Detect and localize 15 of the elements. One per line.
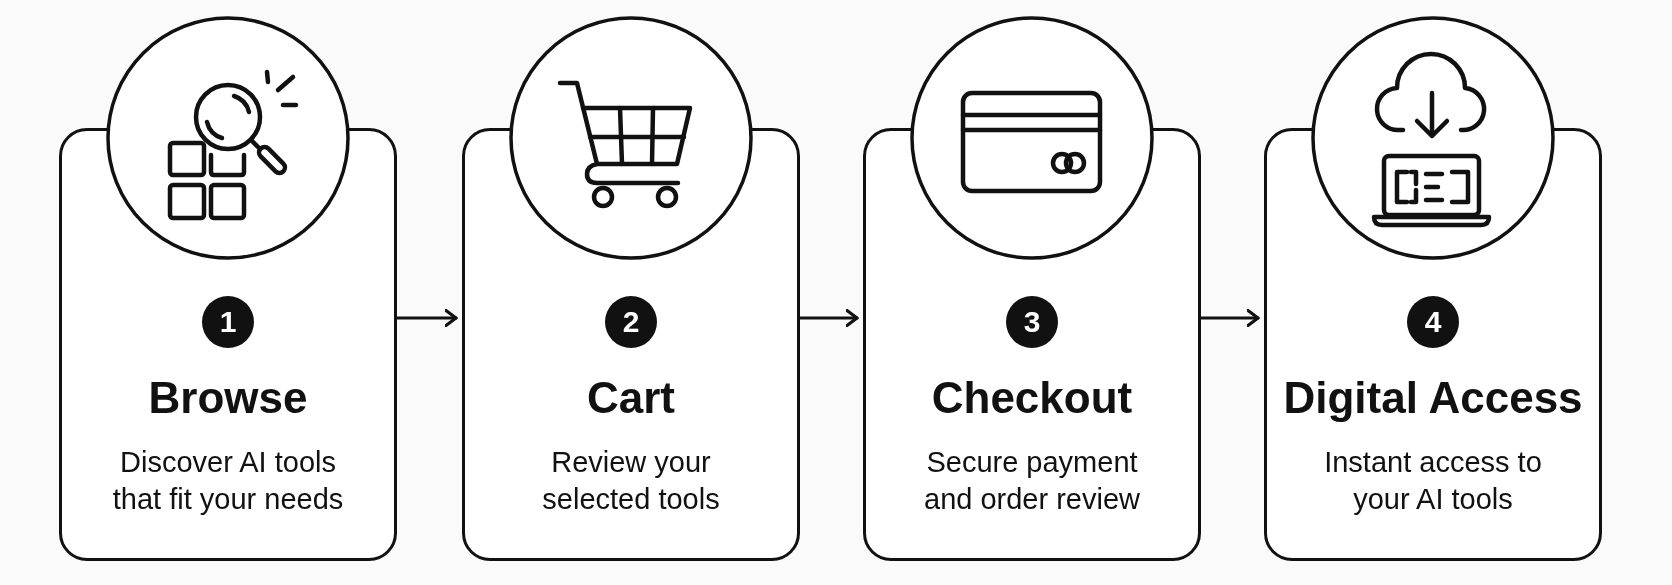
- step-title: Checkout: [931, 373, 1133, 423]
- step-title: Digital Access: [1283, 373, 1583, 423]
- step-number-badge: 2: [605, 296, 657, 348]
- step-description: Secure payment and order review: [923, 445, 1141, 517]
- arrow: [798, 308, 859, 328]
- step-number-badge: 1: [202, 296, 254, 348]
- step-number-badge: 3: [1006, 296, 1058, 348]
- step-number-badge: 4: [1407, 296, 1459, 348]
- step-description: Discover AI tools that fit your needs: [111, 445, 345, 517]
- step-title: Cart: [587, 373, 675, 423]
- arrow: [1199, 308, 1260, 328]
- step-title: Browse: [148, 373, 308, 423]
- step-description: Instant access to your AI tools: [1323, 445, 1543, 517]
- arrow: [395, 308, 458, 328]
- step-description: Review your selected tools: [541, 445, 721, 517]
